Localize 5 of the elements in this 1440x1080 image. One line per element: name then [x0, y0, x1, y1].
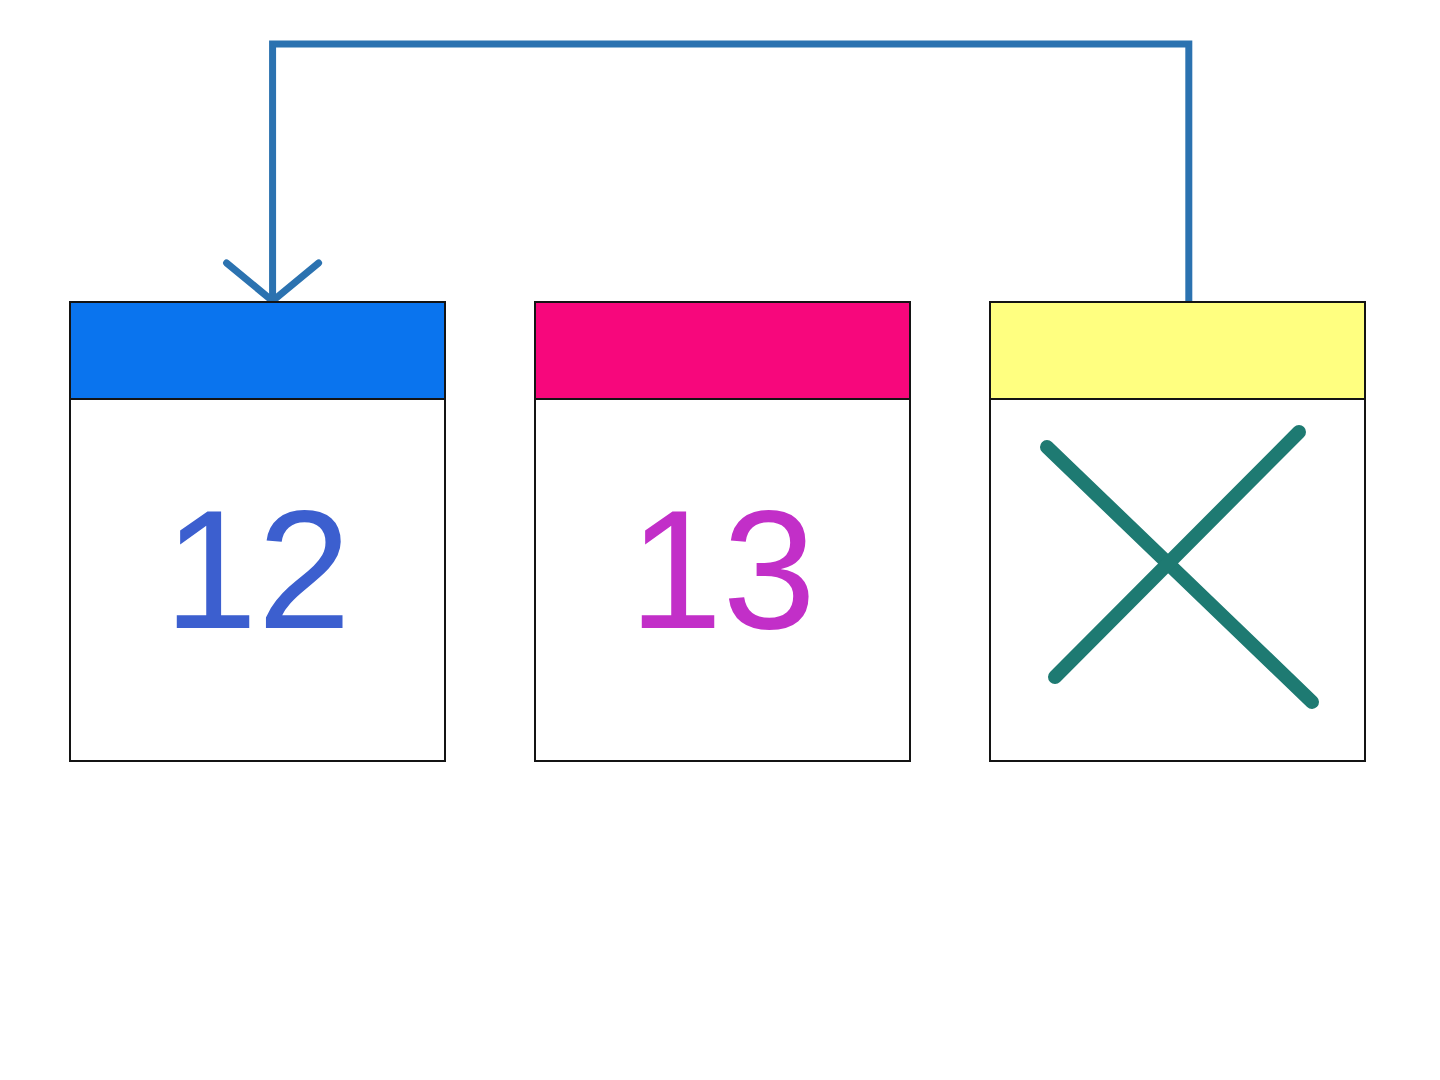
- card: [69, 301, 446, 762]
- card: [989, 301, 1366, 762]
- number-label: 12: [164, 486, 351, 654]
- number-label: 13: [629, 486, 816, 654]
- card: [534, 301, 911, 762]
